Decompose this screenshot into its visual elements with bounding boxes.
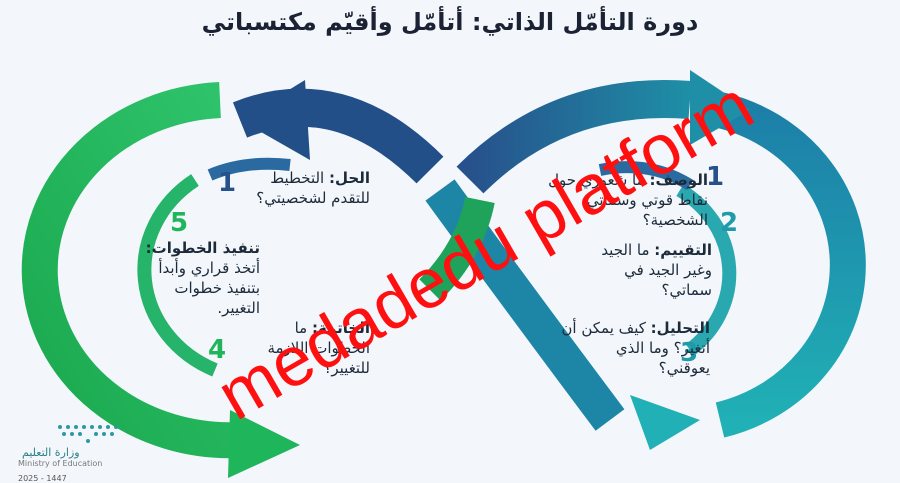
step-conclusion: الخاتمة: ما الخطوات اللازمة للتغيير؟	[240, 318, 370, 378]
step-analysis: التحليل: كيف يمكن أن أتغير؟ وما الذي يعو…	[560, 318, 710, 378]
step-number-1-left: 1	[218, 168, 237, 198]
right-teal-arrowhead	[630, 395, 700, 450]
step-number-1-right: 1	[706, 162, 725, 192]
right-outer-teal-arc	[715, 92, 866, 438]
step-number-4: 4	[208, 335, 227, 365]
step-head-solution: الحل:	[329, 169, 370, 187]
step-text-evaluation: ما الجيد وغير الجيد في سماتي؟	[601, 241, 712, 299]
step-solution: الحل: التخطيط للتقدم لشخصيتي؟	[240, 168, 370, 208]
top-blue-arrowhead	[240, 80, 310, 160]
step-head-implementation: تنفيذ الخطوات:	[145, 239, 260, 257]
right-inner-arc	[676, 184, 737, 356]
step-head-description: الوصف:	[649, 171, 708, 189]
step-text-implementation: أتخذ قراري وأبدأ بتنفيذ خطوات التغيير.	[158, 259, 260, 317]
ministry-logo-mark	[58, 425, 118, 443]
logo-year: 2025 - 1447	[18, 474, 67, 483]
right-top-arrowhead	[690, 70, 750, 145]
step-head-conclusion: الخاتمة:	[311, 319, 370, 337]
center-cross-band-2	[419, 196, 495, 301]
left-inner-top-arc	[207, 157, 291, 181]
page-title: دورة التأمّل الذاتي: أتأمّل وأقيّم مكتسب…	[201, 8, 699, 36]
step-implementation: تنفيذ الخطوات: أتخذ قراري وأبدأ بتنفيذ خ…	[140, 238, 260, 318]
left-green-arrowhead	[228, 410, 300, 478]
step-head-evaluation: التقييم:	[654, 241, 712, 259]
left-inner-arc	[137, 174, 218, 377]
step-text-description: ما شعوري حول نقاط قوتي وسماتي الشخصية؟	[548, 171, 708, 229]
step-description: الوصف: ما شعوري حول نقاط قوتي وسماتي الش…	[548, 170, 708, 230]
step-number-5: 5	[170, 208, 189, 238]
logo-arabic: وزارة التعليم	[22, 446, 80, 459]
right-outer-blue-arc	[456, 80, 692, 194]
left-outer-green-arc	[21, 82, 241, 459]
step-text-conclusion: ما الخطوات اللازمة للتغيير؟	[267, 319, 370, 377]
step-head-analysis: التحليل:	[650, 319, 710, 337]
step-text-analysis: كيف يمكن أن أتغير؟ وما الذي يعوقني؟	[561, 319, 710, 377]
step-number-3: 3	[680, 338, 699, 368]
right-inner-top-arc	[598, 161, 694, 191]
step-text-solution: التخطيط للتقدم لشخصيتي؟	[256, 169, 370, 207]
logo-english: Ministry of Education	[18, 459, 103, 468]
ministry-logo: وزارة التعليم Ministry of Education 2025…	[18, 418, 128, 483]
step-evaluation: التقييم: ما الجيد وغير الجيد في سماتي؟	[600, 240, 712, 300]
step-number-2: 2	[720, 208, 739, 238]
